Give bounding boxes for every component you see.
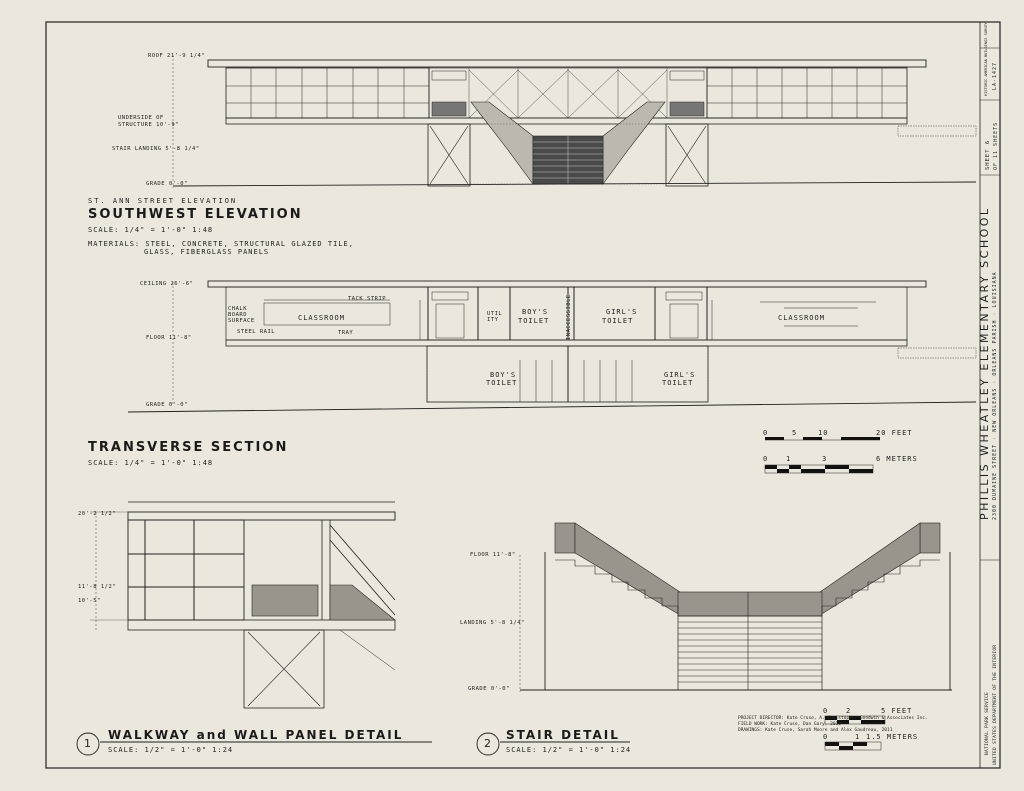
southwest-scale: SCALE: 1/4" = 1'-0" 1:48 xyxy=(88,226,214,234)
level-ceiling: CEILING 26'-6" xyxy=(140,281,194,287)
scale-feet-small-label-2: 5 FEET xyxy=(881,707,913,715)
callout-chalk-1: CHALK xyxy=(228,306,248,312)
graphic-scale-feet-small xyxy=(824,715,886,725)
walkway-detail-drawing xyxy=(90,501,396,709)
detail1-scale: SCALE: 1/2" = 1'-0" 1:24 xyxy=(108,746,234,754)
credits-line-1: PROJECT DIRECTOR: Kate Cruse, A. Christo… xyxy=(738,716,928,721)
scale-feet-label-0: 0 xyxy=(763,429,769,437)
room-boys-toilet-lower-1: BOY'S xyxy=(490,371,517,379)
scale-meters-label-1: 1 xyxy=(786,455,792,463)
credits-line-3: DRAWINGS: Kate Cruse, Sarah Moore and Al… xyxy=(738,728,893,733)
scale-feet-label-1: 5 xyxy=(792,429,798,437)
materials-line-1: MATERIALS: STEEL, CONCRETE, STRUCTURAL G… xyxy=(88,240,354,248)
level-grade: GRADE 0'-0" xyxy=(146,181,188,187)
detail2-level-floor: FLOOR 11'-8" xyxy=(470,552,516,558)
detail1-number: 1 xyxy=(84,737,92,750)
scale-meters-label-3: 6 METERS xyxy=(876,455,918,463)
title-block-survey: HISTORIC AMERICAN BUILDINGS SURVEY xyxy=(984,22,988,96)
detail2-title: STAIR DETAIL xyxy=(506,728,620,742)
scale-feet-small-label-1: 2 xyxy=(846,707,852,715)
callout-tack-strip: TACK STRIP xyxy=(348,296,387,302)
level-section-grade: GRADE 0'-0" xyxy=(146,402,188,408)
title-block-sheet-of: OF 11 SHEETS xyxy=(993,121,999,170)
room-classroom-right: CLASSROOM xyxy=(778,314,825,322)
detail2-scale: SCALE: 1/2" = 1'-0" 1:24 xyxy=(506,746,632,754)
title-block-sheet: SHEET 6 xyxy=(985,139,991,170)
transverse-section-title: TRANSVERSE SECTION xyxy=(88,440,289,455)
title-block-survey-number: LA-1427 xyxy=(992,61,998,90)
detail2-level-grade: GRADE 0'-0" xyxy=(468,686,510,692)
scale-meters-label-0: 0 xyxy=(763,455,769,463)
graphic-scale-meters-small xyxy=(824,741,882,751)
detail2-number: 2 xyxy=(484,737,492,750)
scale-feet-label-2: 10 xyxy=(818,429,829,437)
scale-meters-small-label-2: 1.5 METERS xyxy=(866,733,919,741)
room-boys-toilet-upper-1: BOY'S xyxy=(522,308,549,316)
credits-line-2: FIELD WORK: Kate Cruse, Dan Gary, 2010 xyxy=(738,722,841,727)
level-underside-1: UNDERSIDE OF xyxy=(118,115,164,121)
scale-meters-small-label-0: 0 xyxy=(823,733,829,741)
transverse-section-drawing xyxy=(127,280,977,413)
room-utility-1: UTIL xyxy=(487,311,503,317)
southwest-elevation-title: SOUTHWEST ELEVATION xyxy=(88,207,303,222)
room-girls-toilet-lower-1: GIRL'S xyxy=(664,371,696,379)
level-underside-2: STRUCTURE 10'-9" xyxy=(118,122,179,128)
detail-1-marker xyxy=(76,732,432,756)
materials-line-2: GLASS, FIBERGLASS PANELS xyxy=(144,248,270,256)
room-utility-2: ITY xyxy=(487,317,499,323)
detail2-level-landing: LANDING 5'-8 1/4" xyxy=(460,620,525,626)
callout-chalk-3: SURFACE xyxy=(228,318,255,324)
graphic-scale-meters-large xyxy=(764,464,874,474)
graphic-scale-feet-large xyxy=(765,437,880,441)
room-boys-toilet-lower-2: TOILET xyxy=(486,379,518,387)
callout-steel-rail: STEEL RAIL xyxy=(237,329,276,335)
callout-chalk-2: BOARD xyxy=(228,312,248,318)
room-girls-toilet-upper-1: GIRL'S xyxy=(606,308,638,316)
room-girls-toilet-upper-2: TOILET xyxy=(602,317,634,325)
southwest-elevation-drawing xyxy=(172,55,977,188)
level-stair-landing: STAIR LANDING 5'-8 1/4" xyxy=(112,146,200,152)
elevation-subtitle: ST. ANN STREET ELEVATION xyxy=(88,197,238,205)
detail1-dim-top: 20'-2 1/2" xyxy=(78,511,117,517)
scale-meters-small-label-1: 1 xyxy=(855,733,861,741)
room-boys-toilet-upper-2: TOILET xyxy=(518,317,550,325)
stair-detail-drawing xyxy=(519,522,952,692)
title-block-address: 2300 DUMAINE STREET · NEW ORLEANS · ORLE… xyxy=(992,271,998,520)
level-roof: ROOF 21'-9 1/4" xyxy=(148,53,206,59)
callout-tray: TRAY xyxy=(338,330,354,336)
detail1-dim-low: 10'-5" xyxy=(78,598,101,604)
detail1-dim-mid: 11'-8 1/2" xyxy=(78,584,117,590)
title-block-school-name: PHILLIS WHEATLEY ELEMENTARY SCHOOL xyxy=(978,206,991,520)
detail1-title: WALKWAY and WALL PANEL DETAIL xyxy=(108,728,404,742)
room-inaccessible: INACCESSIBLE xyxy=(566,294,572,340)
scale-feet-label-3: 20 FEET xyxy=(876,429,913,437)
room-girls-toilet-lower-2: TOILET xyxy=(662,379,694,387)
room-classroom-left: CLASSROOM xyxy=(298,314,345,322)
scale-feet-small-label-0: 0 xyxy=(823,707,829,715)
level-floor: FLOOR 11'-8" xyxy=(146,335,192,341)
title-block-agency: NATIONAL PARK SERVICE xyxy=(985,691,990,755)
sheet-border xyxy=(45,21,1001,769)
title-block-department: UNITED STATES DEPARTMENT OF THE INTERIOR xyxy=(993,644,998,765)
transverse-section-scale: SCALE: 1/4" = 1'-0" 1:48 xyxy=(88,459,214,467)
detail-2-marker xyxy=(476,732,630,756)
scale-meters-label-2: 3 xyxy=(822,455,828,463)
